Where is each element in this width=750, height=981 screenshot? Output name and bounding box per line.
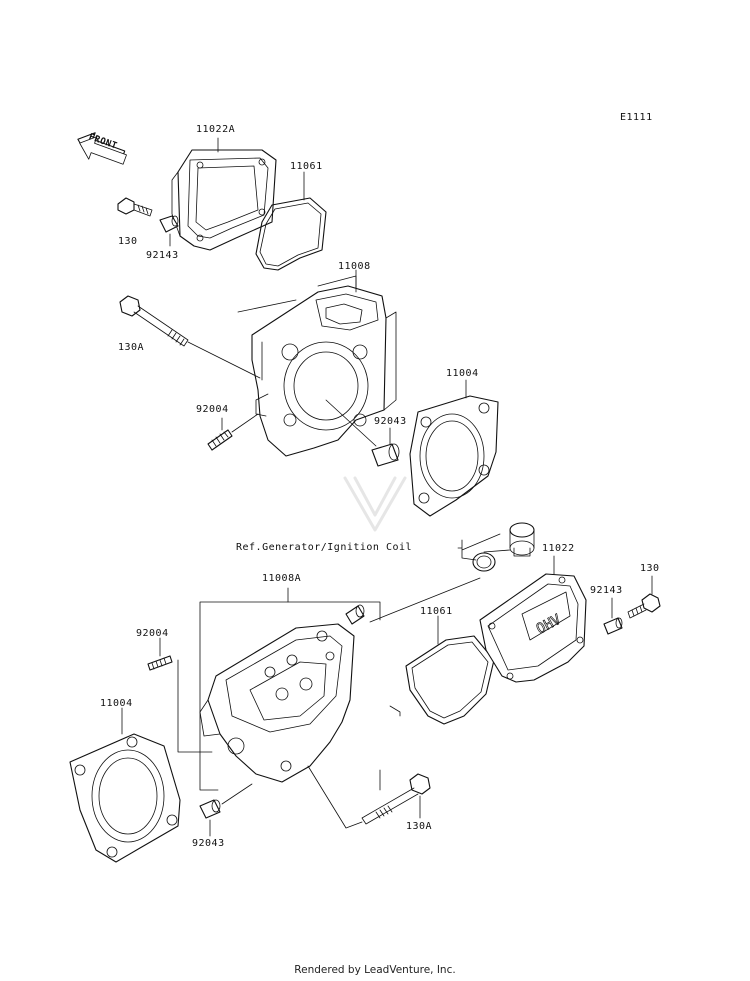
part-label-11008[interactable]: 11008 xyxy=(338,261,371,272)
bolt-130-lower-shape xyxy=(627,593,661,619)
head-cover-front-shape xyxy=(479,573,587,683)
part-label-92143-upper[interactable]: 92143 xyxy=(146,250,179,261)
part-label-92143-lower[interactable]: 92143 xyxy=(590,585,623,596)
o-ring-shape xyxy=(472,552,496,572)
front-arrow-icon xyxy=(77,132,127,165)
stud-92004-upper-shape xyxy=(207,413,259,451)
part-label-130a-upper[interactable]: 130A xyxy=(118,342,145,353)
head-gasket-front-shape xyxy=(69,733,181,863)
stud-92004-lower-shape xyxy=(147,655,173,671)
dowel-92043-upper-shape xyxy=(325,399,400,467)
part-label-92004-upper[interactable]: 92004 xyxy=(196,404,229,415)
bolt-130a-upper-shape xyxy=(119,295,261,379)
part-label-11061-lower[interactable]: 11061 xyxy=(420,606,453,617)
pin-92143-lower-shape xyxy=(603,617,623,635)
oil-filler-plug-shape xyxy=(509,522,535,557)
part-label-130-upper[interactable]: 130 xyxy=(118,236,138,247)
dowel-92043-lower-shape xyxy=(199,783,253,819)
dowel-head-front-shape xyxy=(345,604,365,625)
part-label-130a-lower[interactable]: 130A xyxy=(406,821,433,832)
watermark-logo xyxy=(343,476,407,532)
part-label-11004-lower[interactable]: 11004 xyxy=(100,698,133,709)
part-label-11061-upper[interactable]: 11061 xyxy=(290,161,323,172)
part-label-11022[interactable]: 11022 xyxy=(542,543,575,554)
part-label-92004-lower[interactable]: 92004 xyxy=(136,628,169,639)
cylinder-head-front-shape xyxy=(199,623,355,783)
cylinder-head-rear-shape xyxy=(251,285,397,457)
part-label-11022a[interactable]: 11022A xyxy=(196,124,236,135)
footer-credit: Rendered by LeadVenture, Inc. xyxy=(294,964,456,976)
head-gasket-rear-shape xyxy=(409,395,499,517)
reference-note[interactable]: Ref.Generator/Ignition Coil xyxy=(236,542,413,553)
part-label-11008a[interactable]: 11008A xyxy=(262,573,302,584)
part-label-92043-lower[interactable]: 92043 xyxy=(192,838,225,849)
part-label-11004-upper[interactable]: 11004 xyxy=(446,368,479,379)
head-cover-rear-shape xyxy=(171,149,277,251)
part-label-92043-upper[interactable]: 92043 xyxy=(374,416,407,427)
diagram-id-label: E1111 xyxy=(620,112,653,123)
valve-cover-gasket-rear-shape xyxy=(255,197,327,271)
valve-cover-gasket-front-shape xyxy=(405,635,495,725)
bolt-130a-lower-shape xyxy=(307,765,431,829)
bolt-130-upper-shape xyxy=(117,197,153,217)
part-label-130-lower[interactable]: 130 xyxy=(640,563,660,574)
pin-92143-upper-shape xyxy=(159,215,179,233)
